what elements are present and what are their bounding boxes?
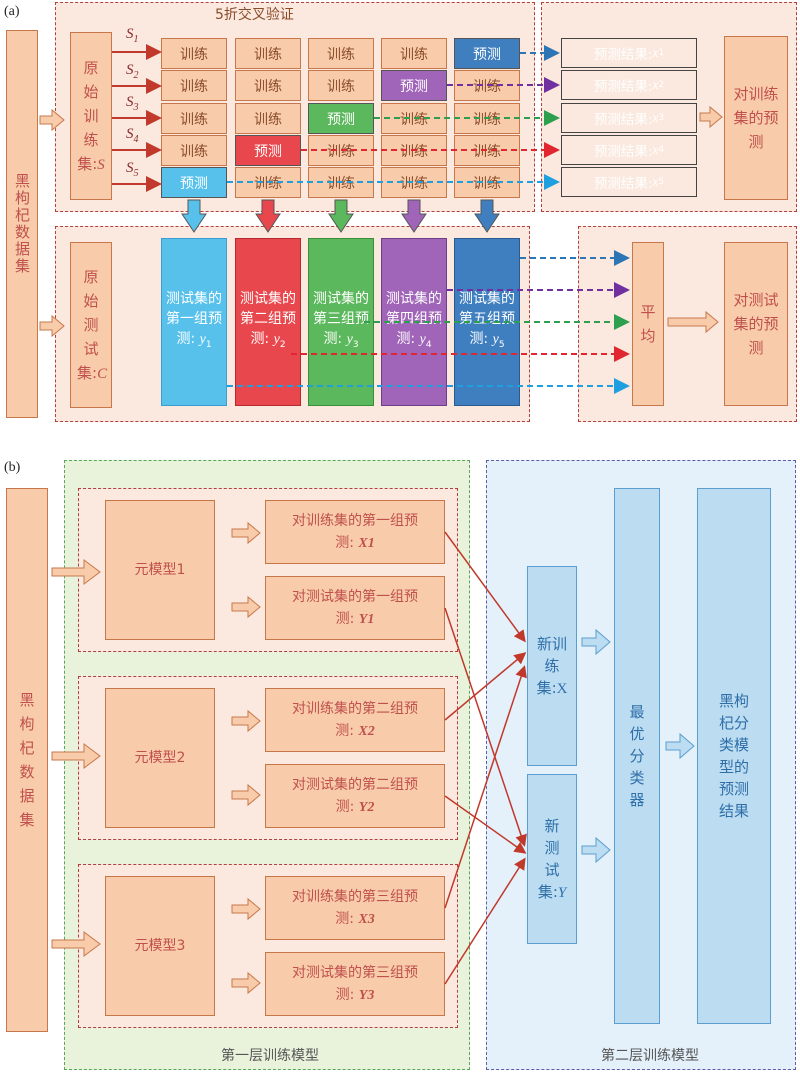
original-train-var: S: [97, 156, 105, 173]
cv-cell-train: 训练: [161, 103, 227, 134]
test-pred-Y2: 对测试集的第二组预测: Y2: [265, 764, 445, 828]
fold-label-3: S3: [126, 94, 139, 113]
dataset-box-b: 黑枸杞数据集: [6, 488, 48, 1032]
cv-cell-train: 训练: [308, 70, 374, 101]
test-pred-y1: 测试集的第一组预测: y1: [161, 238, 227, 406]
meta-model-3: 元模型3: [105, 876, 215, 1016]
conn-x3: [444, 665, 527, 909]
train-pred-X1: 对训练集的第一组预测: X1: [265, 500, 445, 564]
block-arrow-m3-x3: [231, 897, 261, 921]
down-arrow: [401, 199, 427, 233]
block-arrow-dataset-test: [39, 314, 65, 338]
dataset-label-b: 黑枸杞数据集: [19, 691, 35, 829]
block-arrow-average: [667, 310, 719, 334]
cv-cell-train: 训练: [308, 38, 374, 69]
test-pred-Y1: 对测试集的第一组预测: Y1: [265, 576, 445, 640]
original-test-var: C: [97, 365, 108, 382]
conn-x1: [444, 531, 526, 643]
conn-y3: [444, 857, 526, 985]
block-arrow-b-3: [51, 931, 101, 957]
test-pred-y3: 测试集的第三组预测: y3: [308, 238, 374, 406]
original-test-set: 原始测试集:C: [70, 242, 112, 408]
meta-model-2: 元模型2: [105, 688, 215, 828]
block-arrow-m3-y3: [231, 971, 261, 995]
original-test-text: 原始测试集:: [77, 267, 99, 382]
cv-cell-train: 训练: [235, 70, 301, 101]
original-train-set: 原始训练集:S: [70, 32, 112, 200]
block-arrow-b-1: [51, 559, 101, 585]
conn-y1: [444, 607, 527, 847]
final-result: 黑枸杞分类模型的预测结果: [697, 488, 771, 1024]
cv-cell-train: 训练: [235, 103, 301, 134]
block-arrow-results: [699, 105, 723, 129]
new-train-set: 新训练集:X: [527, 566, 577, 766]
conn-x2: [444, 652, 527, 721]
average-text: 平均: [640, 303, 656, 345]
cv-cell-predict: 预测: [454, 38, 520, 69]
panel-b-label: (b): [4, 460, 21, 475]
panel-a-label: (a): [4, 4, 20, 19]
block-arrow-m2-y2: [231, 783, 261, 807]
layer1-label: 第一层训练模型: [221, 1048, 319, 1064]
block-arrow-newtrain: [581, 628, 611, 656]
train-pred-X2: 对训练集的第二组预测: X2: [265, 688, 445, 752]
test-prediction-text: 对测试集的预测: [733, 291, 779, 357]
fold-label-5: S5: [126, 160, 139, 179]
best-classifier: 最优分类器: [614, 488, 660, 1024]
layer2-label: 第二层训练模型: [601, 1048, 699, 1064]
new-test-set: 新测试集:Y: [527, 774, 577, 944]
test-pred-y2: 测试集的第二组预测: y2: [235, 238, 301, 406]
cv-cell-predict: 预测: [308, 103, 374, 134]
cv-cell-train: 训练: [381, 38, 447, 69]
conn-y2: [444, 795, 527, 854]
fold-label-2: S2: [126, 62, 139, 81]
cv-cell-predict: 预测: [235, 135, 301, 166]
cv-cell-train: 训练: [235, 38, 301, 69]
down-arrow: [328, 199, 354, 233]
average-box: 平均: [632, 242, 664, 406]
cv-cell-predict: 预测: [381, 70, 447, 101]
block-arrow-m1-y1: [231, 595, 261, 619]
cv-cell-train: 训练: [161, 70, 227, 101]
dataset-label-a: 黑枸杞数据集: [13, 173, 31, 275]
cv-cell-train: 训练: [161, 135, 227, 166]
original-train-text: 原始训练集:: [77, 58, 99, 173]
train-prediction-box: 对训练集的预测: [724, 36, 788, 200]
fold-label-4: S4: [126, 126, 139, 145]
block-arrow-dataset-train: [39, 108, 65, 132]
meta-model-1: 元模型1: [105, 500, 215, 640]
down-arrow: [181, 199, 207, 233]
test-pred-Y3: 对测试集的第三组预测: Y3: [265, 952, 445, 1016]
block-arrow-m2-x2: [231, 709, 261, 733]
fold-label-1: S1: [126, 26, 139, 45]
train-pred-X3: 对训练集的第三组预测: X3: [265, 876, 445, 940]
test-prediction-box: 对测试集的预测: [724, 242, 788, 406]
train-prediction-text: 对训练集的预测: [733, 85, 779, 151]
dataset-box-a: 黑枸杞数据集: [6, 30, 38, 418]
block-arrow-classifier: [665, 732, 695, 760]
block-arrow-m1-x1: [231, 521, 261, 545]
cv-title: 5折交叉验证: [215, 7, 294, 23]
block-arrow-b-2: [51, 743, 101, 769]
down-arrow: [255, 199, 281, 233]
down-arrow: [474, 199, 500, 233]
block-arrow-newtest: [581, 836, 611, 864]
